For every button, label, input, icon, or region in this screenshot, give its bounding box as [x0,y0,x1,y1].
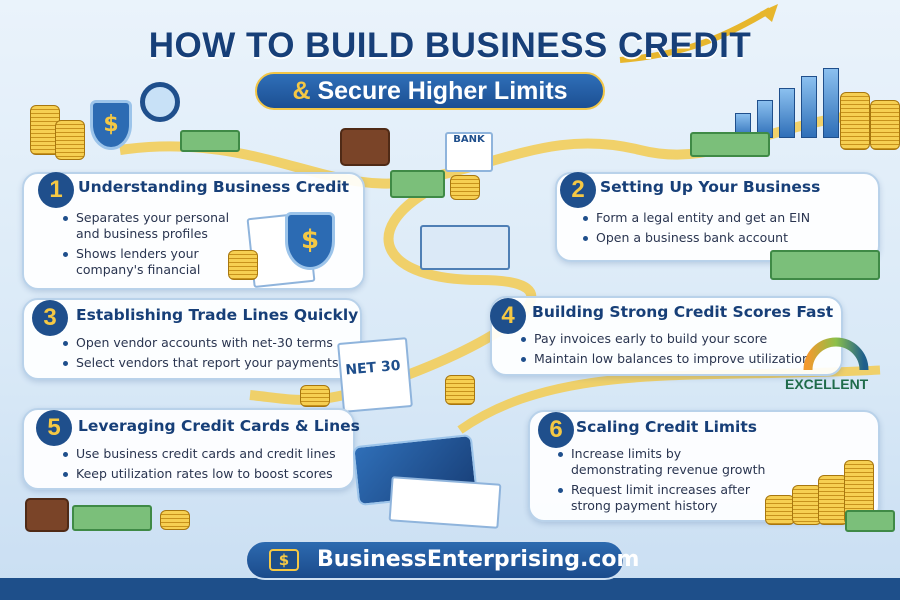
section-title-1: Understanding Business Credit [78,178,350,196]
office-building-icon [420,225,510,270]
coin-stack-icon [450,175,480,200]
coin-stack-icon [160,510,190,530]
growth-arrow-icon [619,7,772,63]
section-number-2: 2 [560,172,596,208]
ampersand: & [292,77,311,105]
section-bullets-2: Form a legal entity and get an EIN Open … [580,210,870,250]
briefcase-icon [340,128,390,166]
bullet: Pay invoices early to build your score [518,331,838,347]
coin-stack-icon [840,92,870,150]
shield-dollar-icon: $ [285,212,335,270]
cash-icon [390,170,445,198]
credit-gauge-icon [803,337,869,371]
bullet: Keep utilization rates low to boost scor… [60,466,355,482]
section-bullets-6: Increase limits by demonstrating revenue… [555,446,770,518]
bullet: Open a business bank account [580,230,870,246]
coin-stack-icon [55,120,85,160]
section-number-6: 6 [538,412,574,448]
coin-stack-icon [765,495,795,525]
subtitle: Secure Higher Limits [317,77,568,105]
section-bullets-5: Use business credit cards and credit lin… [60,446,355,486]
section-number-4: 4 [490,298,526,334]
net30-clipboard-icon: NET 30 [337,337,413,413]
bullet: Separates your personal and business pro… [60,210,238,242]
page-title: HOW TO BUILD BUSINESS CREDIT [148,26,752,65]
bullet: Form a legal entity and get an EIN [580,210,870,226]
bullet: Open vendor accounts with net-30 terms [60,335,360,351]
section-card-2 [555,172,880,262]
bottom-band [0,578,900,600]
section-card-5 [22,408,355,490]
bullet: Increase limits by demonstrating revenue… [555,446,770,478]
bullet: Request limit increases after strong pay… [555,482,770,514]
magnifier-icon [140,82,180,122]
coin-stack-icon [300,385,330,407]
bullet: Shows lenders your company's financial [60,246,238,278]
section-number-1: 1 [38,172,74,208]
cash-icon [180,130,240,152]
section-card-3 [22,298,362,380]
briefcase-dollar-icon: $ [269,549,299,571]
shield-dollar-icon: $ [90,100,132,150]
cash-icon [770,250,880,280]
section-bullets-3: Open vendor accounts with net-30 terms S… [60,335,360,375]
section-title-5: Leveraging Credit Cards & Lines [78,417,360,435]
cash-icon [690,132,770,157]
section-number-5: 5 [36,410,72,446]
coin-stack-icon [445,375,475,405]
coin-stack-icon [228,250,258,280]
section-card-4 [490,296,843,376]
site-name[interactable]: BusinessEnterprising.com [317,547,640,572]
briefcase-icon [25,498,69,532]
section-title-2: Setting Up Your Business [600,178,821,196]
statement-icon [388,476,502,529]
bar-chart-decoration [735,68,855,138]
cash-icon [72,505,152,531]
section-title-6: Scaling Credit Limits [576,418,757,436]
section-title-3: Establishing Trade Lines Quickly [76,306,359,324]
gauge-label: EXCELLENT [785,376,869,392]
bullet: Use business credit cards and credit lin… [60,446,355,462]
section-number-3: 3 [32,300,68,336]
bullet: Select vendors that report your payments [60,355,360,371]
footer-site-banner[interactable]: $ BusinessEnterprising.com [245,540,639,580]
cash-icon [845,510,895,532]
section-bullets-1: Separates your personal and business pro… [60,210,238,282]
bank-building-icon: BANK [445,132,493,172]
coin-stack-icon [870,100,900,150]
subtitle-banner: & Secure Higher Limits [255,72,605,110]
section-bullets-4: Pay invoices early to build your score M… [518,331,838,371]
bullet: Maintain low balances to improve utiliza… [518,351,838,367]
section-title-4: Building Strong Credit Scores Fast [532,303,834,321]
